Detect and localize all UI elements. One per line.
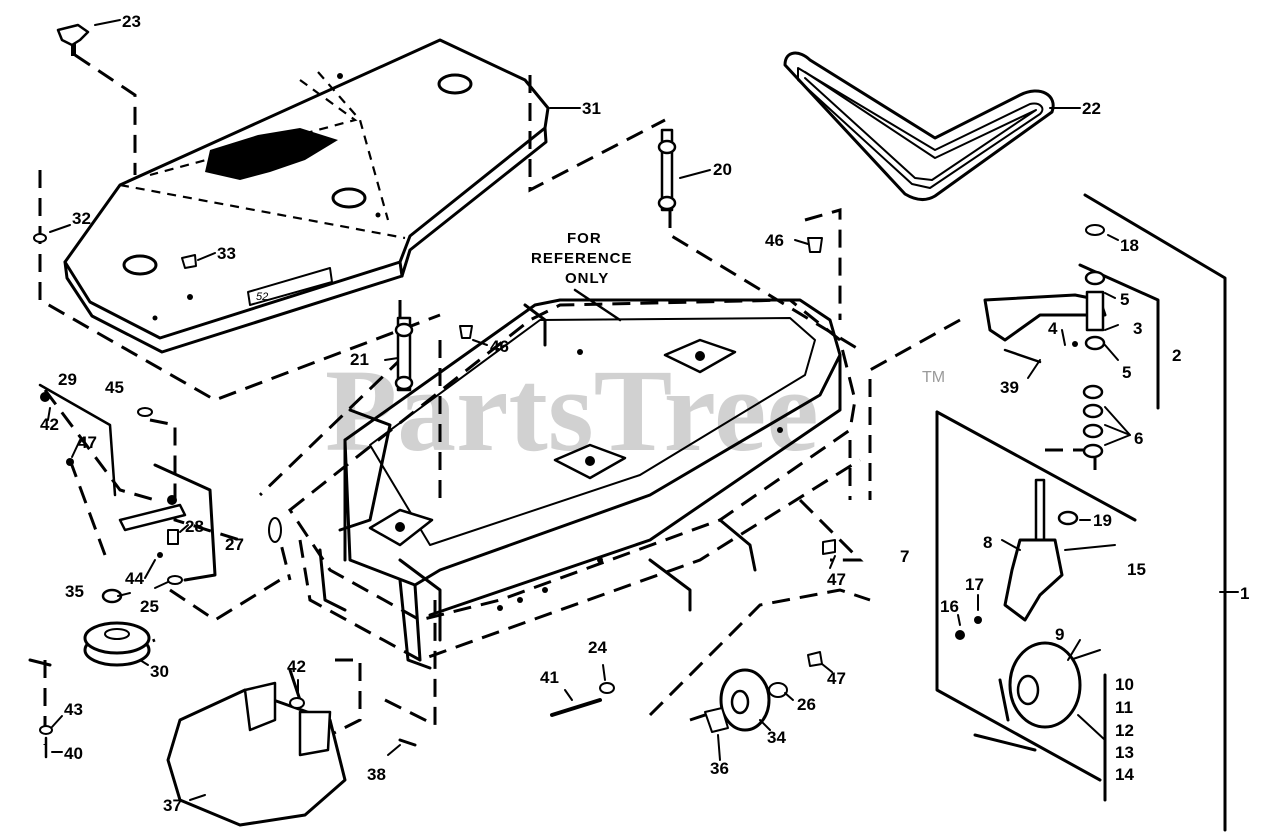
callout-2: 2 xyxy=(1172,346,1181,365)
callout-13: 13 xyxy=(1115,743,1134,762)
callout-16: 16 xyxy=(940,597,959,616)
callout-35: 35 xyxy=(65,582,84,601)
callout-19: 19 xyxy=(1093,511,1112,530)
callout-43: 43 xyxy=(64,700,83,719)
callout-37: 37 xyxy=(163,796,182,815)
callout-24: 24 xyxy=(588,638,607,657)
callout-29: 29 xyxy=(58,370,77,389)
callout-5a: 5 xyxy=(1120,290,1129,309)
callout-numbers: 23 31 22 20 32 33 18 46 2 5 3 4 39 21 46… xyxy=(40,12,1249,815)
callout-9: 9 xyxy=(1055,625,1064,644)
callout-46a: 46 xyxy=(765,231,784,250)
callout-42a: 42 xyxy=(40,415,59,434)
callout-45: 45 xyxy=(105,378,124,397)
callout-leaders xyxy=(47,19,1239,801)
callout-15: 15 xyxy=(1127,560,1146,579)
reference-note-line-1: FOR xyxy=(567,230,602,247)
callout-46b: 46 xyxy=(490,337,509,356)
callout-42b: 42 xyxy=(287,657,306,676)
callout-32: 32 xyxy=(72,209,91,228)
callout-27: 27 xyxy=(225,535,244,554)
callout-18: 18 xyxy=(1120,236,1139,255)
callout-30: 30 xyxy=(150,662,169,681)
callout-6: 6 xyxy=(1134,429,1143,448)
callout-1: 1 xyxy=(1240,584,1249,603)
belt xyxy=(783,51,1055,202)
callout-40: 40 xyxy=(64,744,83,763)
callout-7: 7 xyxy=(900,547,909,566)
trademark-mark: TM xyxy=(922,369,945,386)
reference-note: FOR REFERENCE ONLY xyxy=(531,230,633,322)
callout-14: 14 xyxy=(1115,765,1134,784)
callout-11: 11 xyxy=(1115,698,1133,717)
callout-47b: 47 xyxy=(827,570,846,589)
callout-17: 17 xyxy=(965,575,984,594)
callout-10: 10 xyxy=(1115,675,1134,694)
callout-26: 26 xyxy=(797,695,816,714)
reference-note-line-2: REFERENCE xyxy=(531,250,633,267)
group-brackets xyxy=(28,193,1227,832)
callout-25: 25 xyxy=(140,597,159,616)
callout-8: 8 xyxy=(983,533,992,552)
reference-note-line-3: ONLY xyxy=(565,270,609,287)
callout-4: 4 xyxy=(1048,319,1058,338)
callout-21: 21 xyxy=(350,350,369,369)
callout-38: 38 xyxy=(367,765,386,784)
callout-28: 28 xyxy=(185,517,204,536)
callout-41: 41 xyxy=(540,668,559,687)
callout-39: 39 xyxy=(1000,378,1019,397)
callout-47a: 47 xyxy=(78,433,97,452)
callout-36: 36 xyxy=(710,759,729,778)
callout-12: 12 xyxy=(1115,721,1134,740)
callout-31: 31 xyxy=(582,99,601,118)
callout-44: 44 xyxy=(125,569,144,588)
callout-3: 3 xyxy=(1133,319,1142,338)
callout-22: 22 xyxy=(1082,99,1101,118)
mower-deck-housing xyxy=(268,298,861,670)
deck-cover: 52 xyxy=(63,38,550,354)
callout-33: 33 xyxy=(217,244,236,263)
deck-size-label: 52 xyxy=(256,291,268,303)
callout-34: 34 xyxy=(767,728,786,747)
callout-20: 20 xyxy=(713,160,732,179)
callout-23: 23 xyxy=(122,12,141,31)
callout-5b: 5 xyxy=(1122,363,1131,382)
callout-47c: 47 xyxy=(827,669,846,688)
small-parts xyxy=(33,23,1116,827)
